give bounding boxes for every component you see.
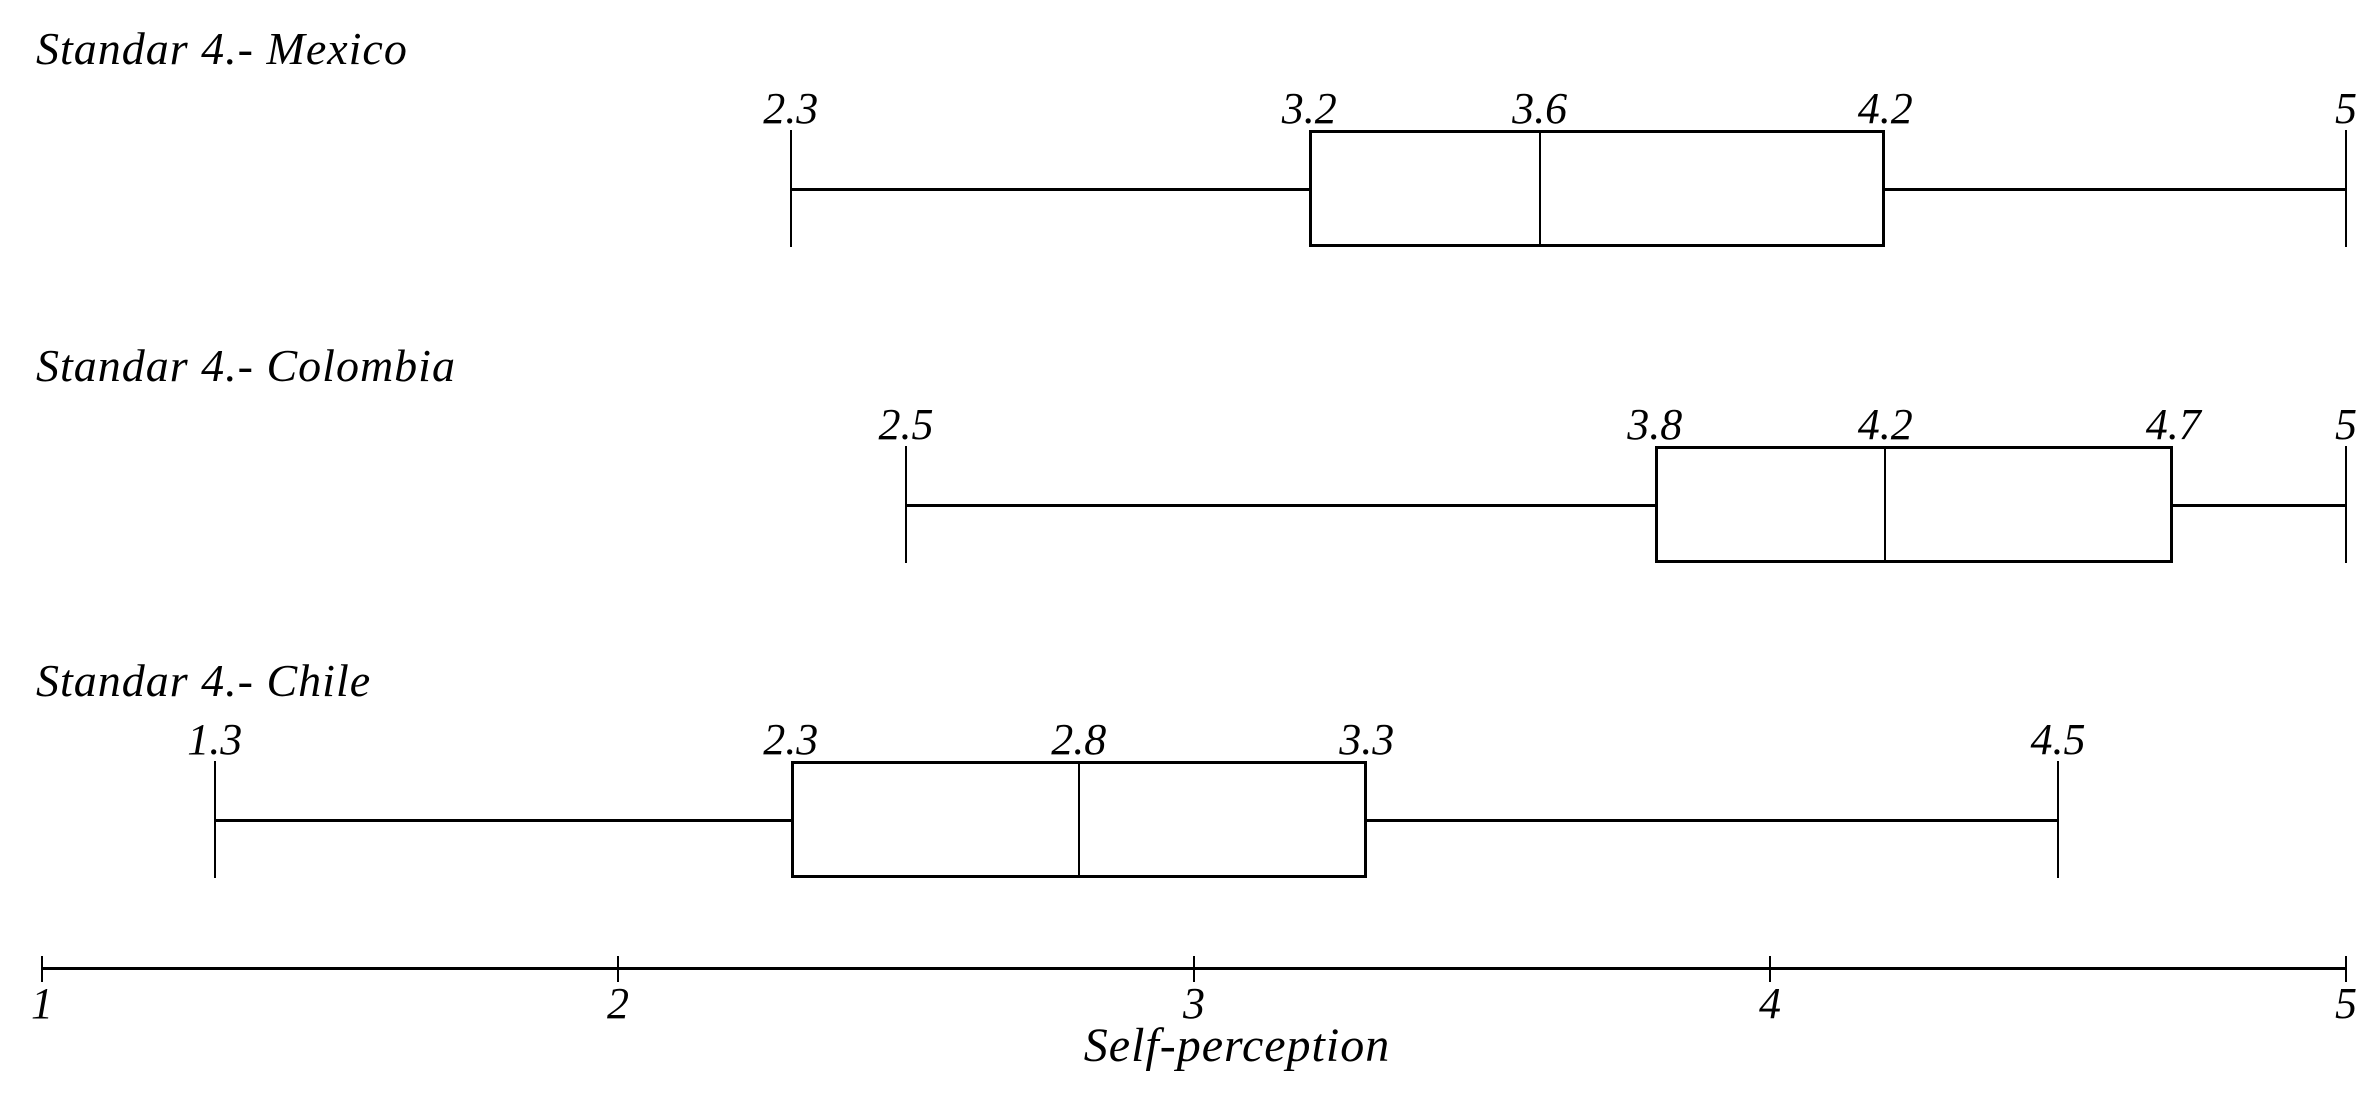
- median-line: [1538, 133, 1541, 244]
- axis-tick: [1193, 956, 1195, 982]
- iqr-box: [1309, 130, 1886, 247]
- axis-tick-label: 3: [1183, 979, 1205, 1028]
- value-label-q3: 4.2: [1857, 84, 1913, 133]
- axis-tick: [617, 956, 619, 982]
- whisker-cap-max: [2345, 130, 2347, 247]
- whisker-line-left: [214, 818, 791, 822]
- axis-tick-label: 2: [607, 979, 629, 1028]
- value-label-q1: 2.3: [763, 715, 819, 764]
- whisker-cap-max: [2057, 761, 2059, 878]
- value-label-max: 4.5: [2030, 715, 2086, 764]
- axis-tick-label: 4: [1759, 979, 1781, 1028]
- axis-tick-label: 1: [31, 979, 53, 1028]
- whisker-line-right: [1885, 187, 2346, 191]
- series-title: Standar 4.- Chile: [36, 655, 372, 706]
- x-axis-title: Self-perception: [1083, 1019, 1391, 1072]
- whisker-line-left: [790, 187, 1310, 191]
- series-title: Standar 4.- Mexico: [36, 23, 408, 74]
- iqr-box: [1654, 446, 2174, 563]
- value-label-median: 2.8: [1051, 715, 1107, 764]
- value-label-max: 5: [2335, 400, 2357, 449]
- whisker-cap-max: [2345, 446, 2347, 563]
- value-label-median: 3.6: [1512, 84, 1568, 133]
- value-label-q3: 3.3: [1339, 715, 1395, 764]
- whisker-line-right: [1366, 818, 2058, 822]
- axis-tick: [1769, 956, 1771, 982]
- value-label-min: 1.3: [187, 715, 243, 764]
- value-label-max: 5: [2335, 84, 2357, 133]
- series-title: Standar 4.- Colombia: [36, 340, 456, 391]
- value-label-q1: 3.2: [1281, 84, 1337, 133]
- value-label-min: 2.5: [878, 400, 934, 449]
- median-line: [1077, 764, 1080, 875]
- median-line: [1884, 449, 1887, 560]
- value-label-min: 2.3: [763, 84, 819, 133]
- value-label-q1: 3.8: [1627, 400, 1683, 449]
- axis-tick-label: 5: [2335, 979, 2357, 1028]
- axis-tick: [2345, 956, 2347, 982]
- whisker-line-left: [906, 503, 1655, 507]
- value-label-median: 4.2: [1857, 400, 1913, 449]
- value-label-q3: 4.7: [2145, 400, 2201, 449]
- axis-tick: [41, 956, 43, 982]
- whisker-line-right: [2173, 503, 2346, 507]
